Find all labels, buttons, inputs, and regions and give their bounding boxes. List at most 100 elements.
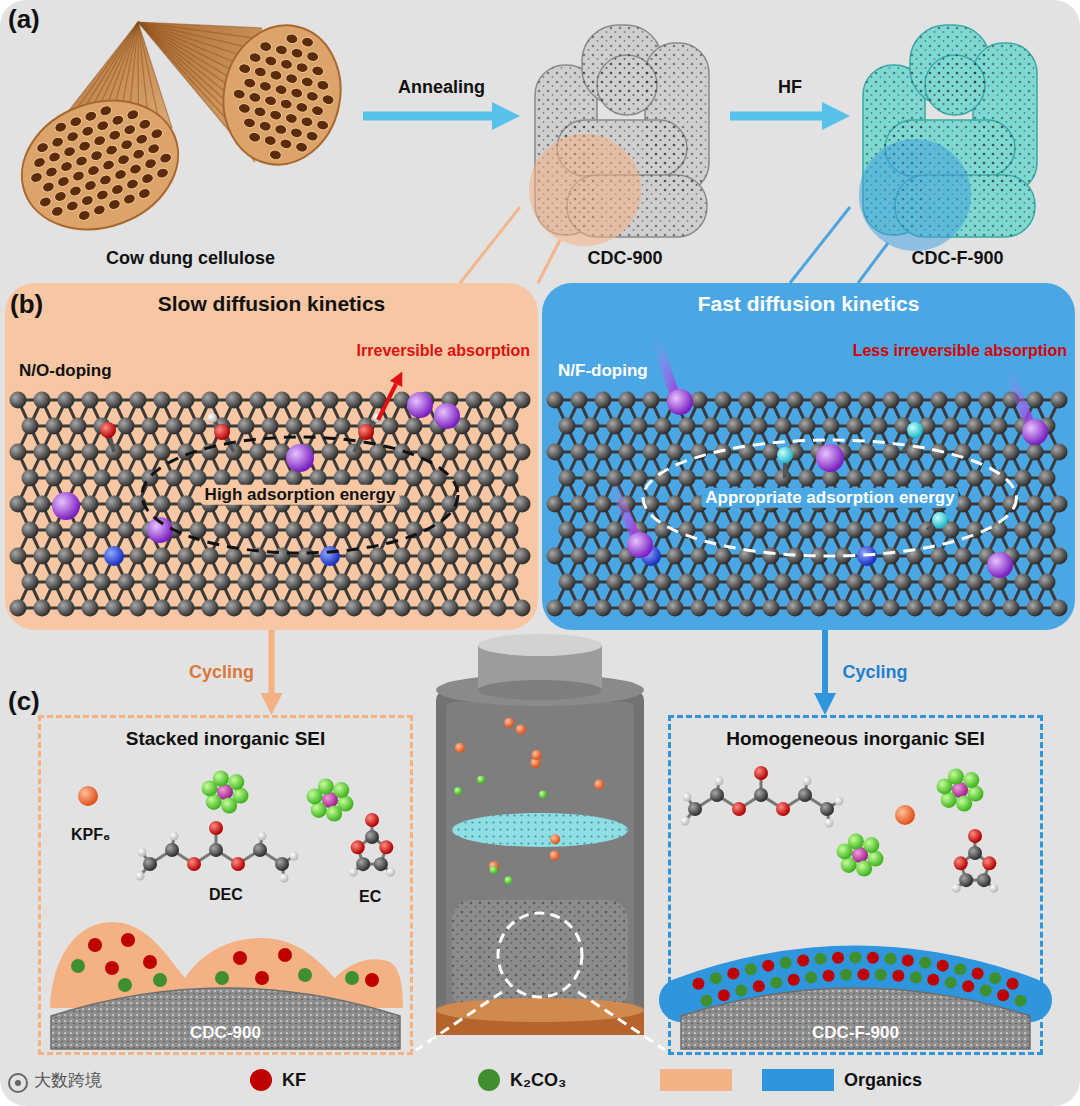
graphene-lattice	[250, 600, 267, 617]
cow-dung-illustration	[253, 66, 267, 78]
graphene-lattice	[823, 522, 840, 539]
electrode-blob: CDC-F-900	[681, 983, 1030, 1049]
edge-label: Cycling	[843, 662, 908, 684]
graphene-lattice	[10, 548, 27, 565]
cow-dung-illustration	[248, 52, 262, 64]
electrolyte-molecules	[386, 868, 395, 877]
electrolyte-molecules	[956, 796, 972, 812]
homogeneous-sei-layer	[989, 972, 1001, 984]
cow-dung-illustration	[83, 179, 98, 192]
graphene-lattice	[631, 418, 648, 435]
cow-dung-illustration	[29, 171, 44, 184]
graphene-lattice	[571, 444, 588, 461]
graphene-lattice	[859, 444, 876, 461]
homogeneous-sei-layer	[805, 971, 817, 983]
coin-cell-illustration	[539, 790, 547, 798]
graphene-lattice	[703, 522, 720, 539]
graphene-lattice	[310, 418, 327, 435]
graphene-lattice	[46, 470, 63, 487]
graphene-lattice	[94, 470, 111, 487]
cow-dung-illustration	[306, 90, 320, 102]
graphene-lattice	[919, 574, 936, 591]
connector-layer	[272, 116, 851, 693]
electrolyte-molecules	[365, 830, 379, 844]
graphene-lattice	[1051, 548, 1068, 565]
graphene-lattice	[466, 600, 483, 617]
cow-dung-illustration	[280, 58, 294, 70]
cow-dung-illustration	[305, 130, 319, 142]
graphene-lattice	[583, 522, 600, 539]
graphene-lattice	[559, 522, 576, 539]
electrolyte-molecules	[280, 874, 289, 883]
graphene-lattice	[10, 392, 531, 617]
graphene-lattice	[418, 548, 435, 565]
graphene-lattice	[406, 418, 423, 435]
cow-dung-illustration	[101, 159, 116, 172]
graphene-lattice	[22, 470, 39, 487]
electrolyte-molecules	[311, 802, 327, 818]
graphene-lattice	[442, 548, 459, 565]
graphene-lattice	[559, 418, 576, 435]
watermark-logo	[9, 1074, 27, 1092]
graphene-lattice	[895, 470, 912, 487]
graphene-lattice	[715, 392, 732, 409]
dopant-atoms	[612, 482, 635, 535]
graphene-lattice	[166, 574, 183, 591]
panel-title: Fast diffusion kinetics	[698, 291, 920, 316]
legend-swatch	[250, 1069, 272, 1091]
dopant-atoms	[1022, 419, 1048, 445]
stacked-sei-layer	[255, 971, 269, 985]
edge-label: Annealing	[398, 77, 485, 99]
figure-panel: Cow dung cellulose	[18, 12, 363, 272]
graphene-lattice	[1039, 522, 1056, 539]
cow-dung-illustration	[35, 141, 50, 154]
graphene-lattice	[751, 522, 768, 539]
graphene-lattice	[214, 522, 231, 539]
dopant-atoms	[1008, 372, 1030, 424]
dopant-atoms	[987, 552, 1013, 578]
cow-dung-illustration	[316, 119, 330, 131]
electrolyte-molecules	[688, 802, 702, 816]
cow-dung-illustration	[253, 106, 267, 118]
process-arrow	[822, 630, 828, 693]
electrolyte-molecules	[863, 837, 879, 853]
graphene-lattice	[406, 470, 423, 487]
cow-dung-illustration	[284, 113, 298, 125]
graphene-lattice	[643, 444, 660, 461]
process-arrow	[269, 630, 275, 693]
electrolyte-molecules	[835, 797, 844, 806]
graphene-lattice	[619, 392, 636, 409]
coin-cell-illustration	[436, 690, 644, 1035]
graphene-lattice	[322, 600, 339, 617]
graphene-lattice	[514, 392, 531, 409]
zoom-line	[790, 207, 850, 283]
graphene-lattice	[607, 522, 624, 539]
graphene-lattice	[1015, 522, 1032, 539]
graphene-lattice	[655, 574, 672, 591]
ellipse-outline	[643, 440, 1016, 556]
dopant-atoms	[816, 444, 844, 472]
cow-dung-illustration	[126, 108, 141, 121]
stacked-sei-layer	[233, 951, 247, 965]
graphene-lattice	[34, 444, 51, 461]
dopant-atoms	[358, 424, 374, 440]
electrolyte-molecules	[221, 798, 237, 814]
cow-dung-illustration	[92, 203, 107, 216]
dopant-atoms	[777, 447, 793, 463]
coin-cell-illustration	[504, 718, 514, 728]
dopant-atoms	[667, 389, 693, 415]
porous-carbon-illustration	[538, 240, 560, 283]
homogeneous-sei-layer	[745, 963, 757, 975]
electrolyte-molecules	[213, 770, 229, 786]
cow-dung-illustration	[99, 104, 114, 117]
graphene-lattice	[751, 470, 768, 487]
graphene-lattice	[763, 600, 780, 617]
graphene-lattice	[466, 392, 483, 409]
graphene-lattice	[22, 522, 39, 539]
graphene-lattice	[70, 574, 87, 591]
cow-dung-illustration	[74, 155, 89, 168]
graphene-lattice	[1051, 600, 1068, 617]
electrolyte-molecules	[841, 857, 857, 873]
cow-dung-illustration	[71, 169, 86, 182]
graphene-lattice	[346, 600, 363, 617]
